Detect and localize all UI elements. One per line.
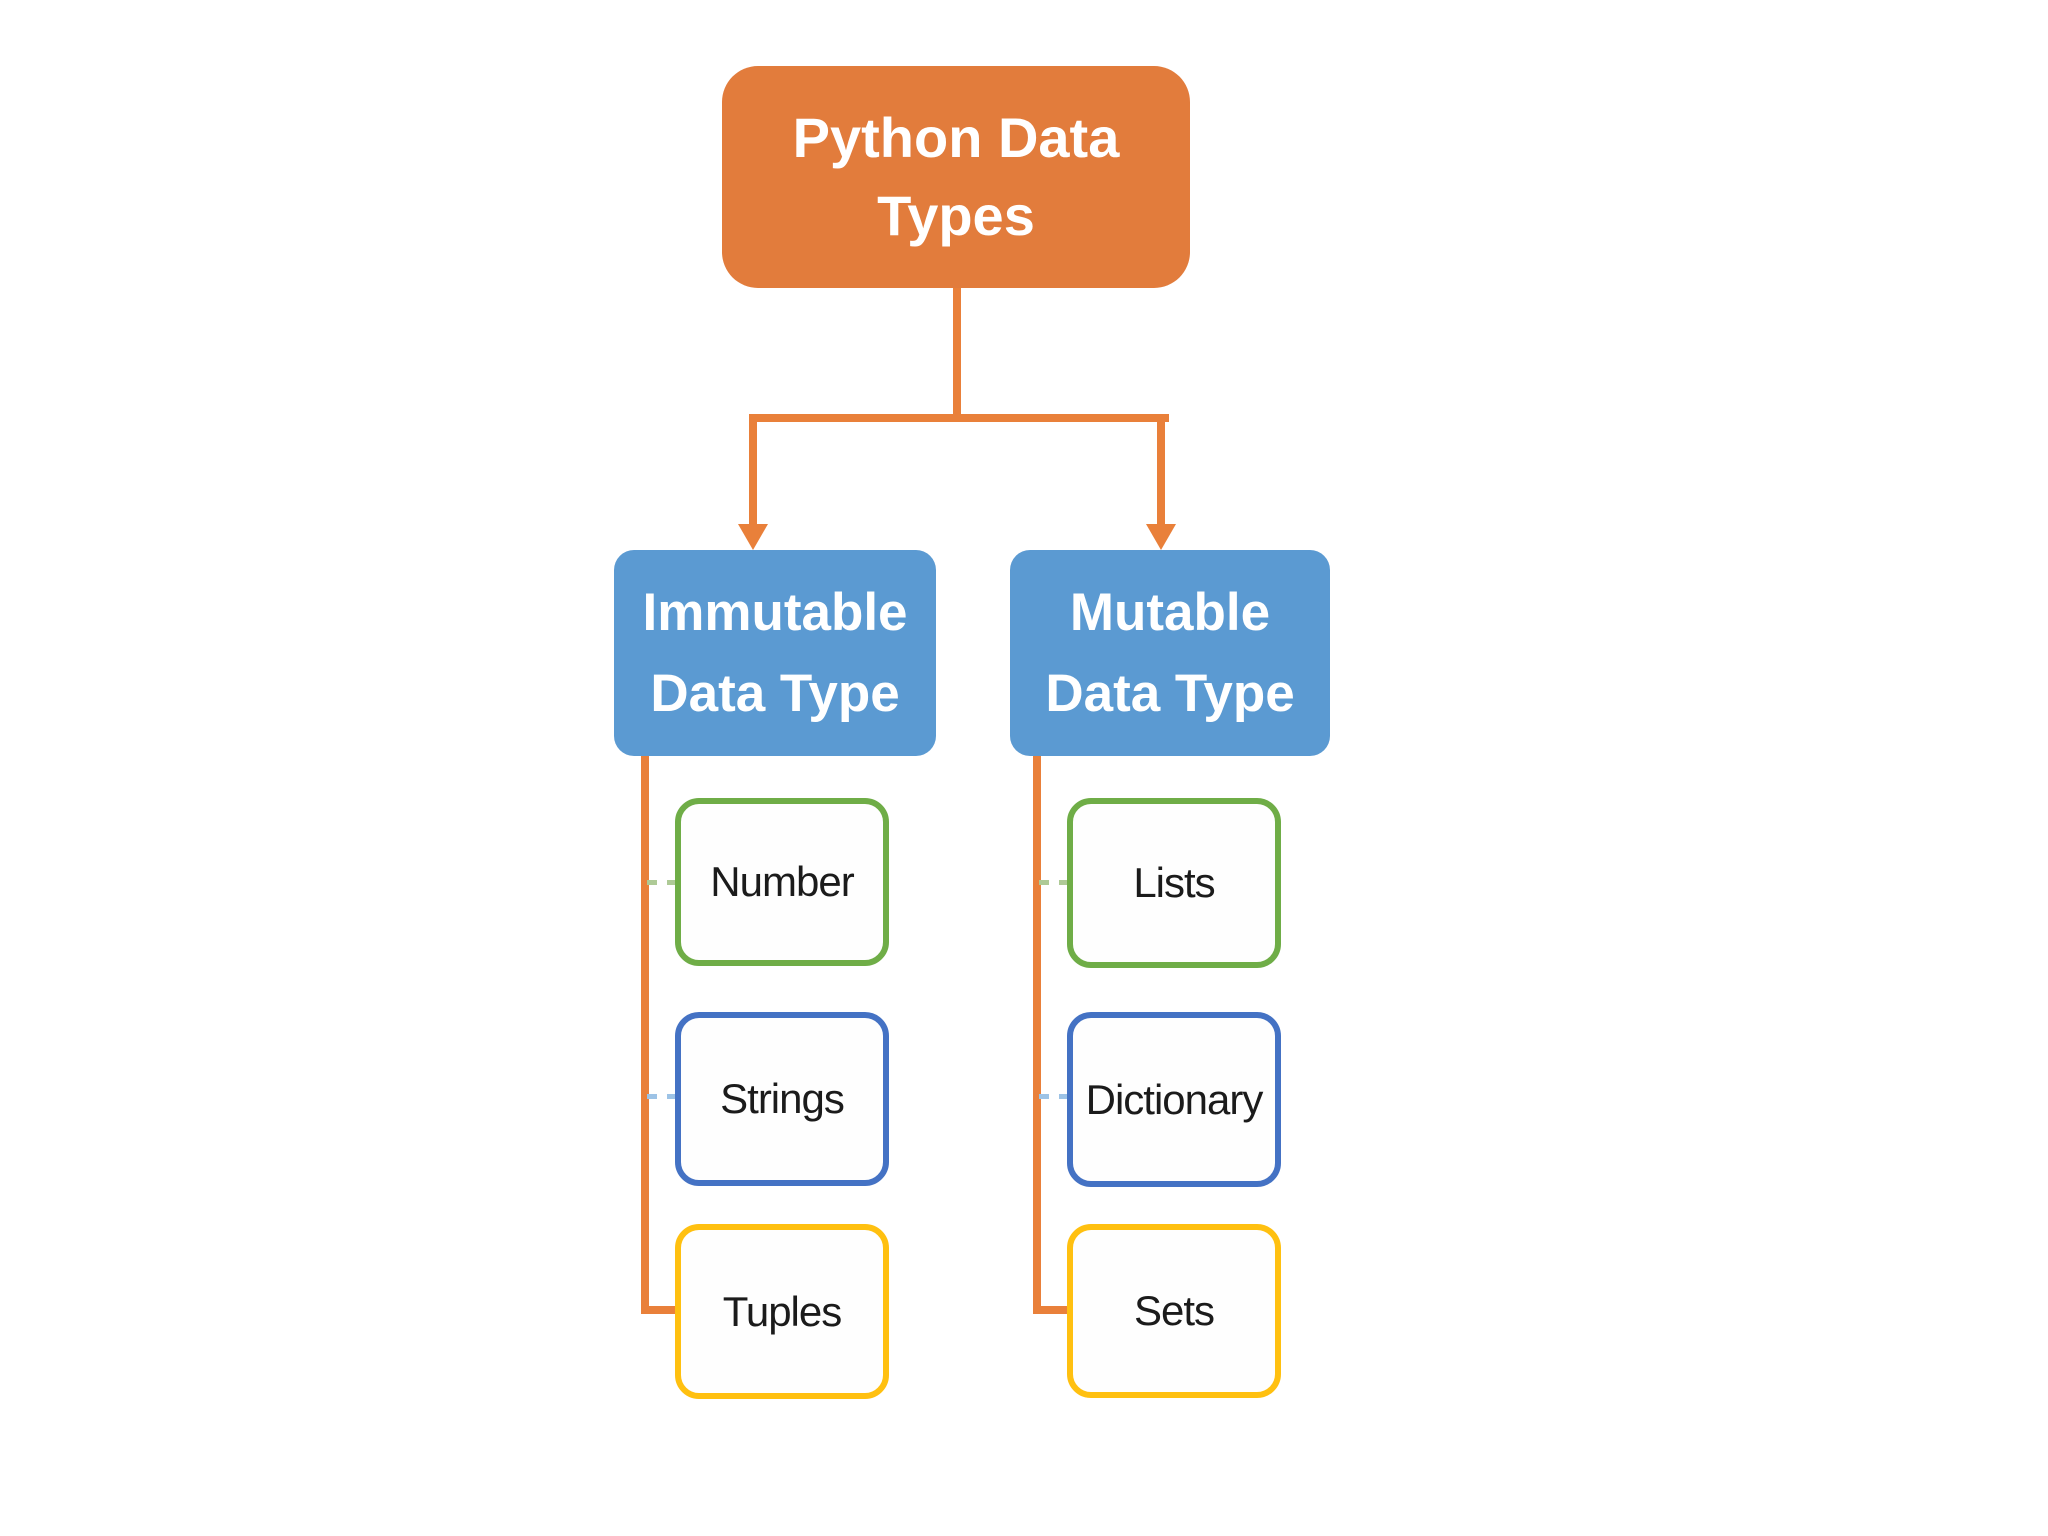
root-node-label-line2: Types <box>877 184 1035 247</box>
branch-immutable-label-line1: Immutable <box>642 583 908 642</box>
leaf-node-lists: Lists <box>1067 798 1281 968</box>
branch-node-mutable-data-type: Mutable Data Type <box>1010 550 1330 756</box>
connector-elbow-sets <box>1033 1306 1071 1314</box>
leaf-dictionary-label: Dictionary <box>1085 1075 1264 1123</box>
arrowhead-immutable-icon <box>738 524 768 550</box>
leaf-node-strings: Strings <box>675 1012 889 1186</box>
leaf-node-number: Number <box>675 798 889 966</box>
branch-mutable-label-line2: Data Type <box>1045 664 1295 723</box>
leaf-node-tuples: Tuples <box>675 1224 889 1399</box>
connector-root-stem <box>953 288 961 418</box>
leaf-node-dictionary: Dictionary <box>1067 1012 1281 1187</box>
root-node-label-line1: Python Data <box>792 106 1120 169</box>
leaf-tuples-label: Tuples <box>722 1287 843 1335</box>
leaf-number-label: Number <box>710 858 854 905</box>
branch-immutable-label-line2: Data Type <box>650 664 900 723</box>
connector-split-bar <box>749 414 1169 422</box>
connector-spine-mutable <box>1033 756 1041 1314</box>
leaf-lists-label: Lists <box>1133 859 1215 906</box>
leaf-strings-label: Strings <box>720 1075 845 1122</box>
connector-spine-immutable <box>641 756 649 1314</box>
connector-drop-mutable <box>1157 414 1165 528</box>
leaf-sets-label: Sets <box>1133 1287 1215 1334</box>
arrowhead-mutable-icon <box>1146 524 1176 550</box>
connector-dash-strings <box>647 1094 677 1099</box>
branch-node-immutable-data-type: Immutable Data Type <box>614 550 936 756</box>
leaf-node-sets: Sets <box>1067 1224 1281 1398</box>
branch-mutable-label-line1: Mutable <box>1069 583 1271 642</box>
connector-elbow-tuples <box>641 1306 679 1314</box>
connector-dash-number <box>647 880 677 885</box>
connector-drop-immutable <box>749 414 757 528</box>
connector-dash-lists <box>1039 880 1069 885</box>
connector-dash-dictionary <box>1039 1094 1069 1099</box>
root-node-python-data-types: Python Data Types <box>722 66 1190 288</box>
